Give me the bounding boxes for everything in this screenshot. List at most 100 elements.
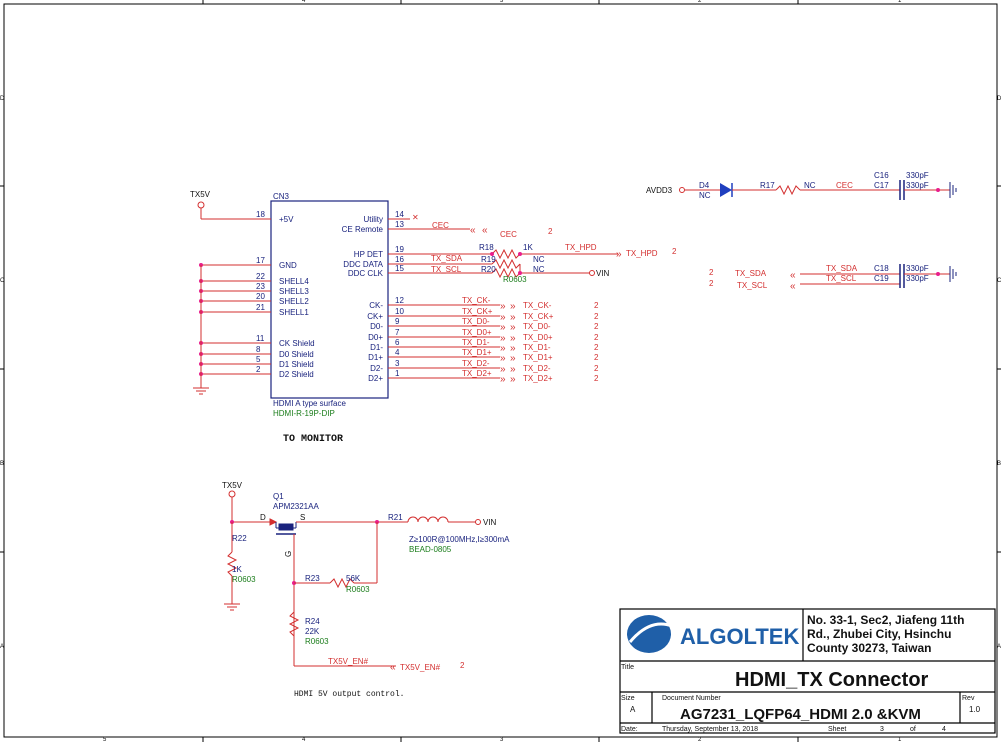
q1-part: APM2321AA	[273, 502, 319, 511]
c18-value: 330pF	[906, 264, 929, 273]
r23-package: R0603	[346, 585, 370, 594]
border-top-3: 3	[500, 0, 504, 4]
connector-part-description: HDMI A type surface	[273, 399, 346, 408]
port-arrow-icon: «	[790, 270, 796, 281]
esd-net-cec: CEC	[836, 181, 853, 190]
connector-body	[270, 200, 389, 399]
q1-source-label: S	[300, 513, 305, 522]
cn3-pin-name: SHELL2	[279, 297, 309, 306]
cn3-pin-name: D1-	[370, 343, 383, 352]
size-value: A	[630, 705, 636, 714]
esd-net-tx-sda: TX_SDA	[826, 264, 858, 273]
port-arrow-icon: »	[500, 343, 506, 354]
cn3-pin-number: 1	[395, 369, 400, 378]
cn3-pin-number: 14	[395, 210, 404, 219]
port-arrow-icon: »	[500, 353, 506, 364]
r17-resistor-icon	[775, 184, 801, 196]
r23-value: 56K	[346, 574, 361, 583]
border-right-a: A	[997, 644, 1001, 650]
port-arrow-icon: »	[510, 312, 516, 323]
net-label: TX_CK+	[462, 307, 493, 316]
port-tx5v-en: TX5V_EN#	[400, 663, 441, 672]
cn3-pin-number: 21	[256, 303, 265, 312]
port-arrow-icon: »	[510, 364, 516, 375]
algoltek-logo: ALGOLTEK	[627, 615, 799, 653]
port-arrow-icon: »	[500, 301, 506, 312]
tmds-pairs: TX_CK-»»TX_CK-2TX_CK+»»TX_CK+2TX_D0-»»TX…	[410, 296, 599, 385]
bead-spec: Z≥100R@100MHz,I≥300mA	[409, 535, 510, 544]
port-label: TX_D1+	[523, 353, 553, 362]
cn3-pin-name: D2-	[370, 364, 383, 373]
cn3-pin-number: 19	[395, 245, 404, 254]
esd-section: AVDD3 D4 NC R17 NC CEC C16 C17 330pF 330…	[646, 171, 957, 292]
esd-net-tx-scl: TX_SCL	[826, 274, 857, 283]
date-value: Thursday, September 13, 2018	[662, 726, 758, 733]
c16-ref: C16	[874, 171, 889, 180]
cn3-pin-name: DDC DATA	[343, 260, 383, 269]
border-left-d: D	[0, 96, 5, 102]
r17-value: NC	[804, 181, 816, 190]
nc-x-icon: ✕	[412, 213, 419, 222]
port-cec: CEC	[500, 230, 517, 239]
border-right-d: D	[997, 96, 1001, 102]
port-arrow-icon: «	[790, 281, 796, 292]
cn3-pin-number: 7	[395, 328, 400, 337]
cn3-pin-number: 6	[395, 338, 400, 347]
cn3-pin-number: 18	[256, 210, 265, 219]
cn3-pin-number: 13	[395, 220, 404, 229]
net-tx-scl: TX_SCL	[431, 265, 462, 274]
port-arrow-icon: »	[510, 353, 516, 364]
esd-port-tx-scl: TX_SCL	[737, 281, 768, 290]
r22-resistor-icon	[226, 551, 238, 577]
connector-cn3: CN3 HDMI A type surface HDMI-R-19P-DIP T…	[190, 190, 410, 445]
sheet-number: 3	[880, 726, 884, 733]
port-label: TX_CK-	[523, 301, 552, 310]
rev-label: Rev	[962, 695, 975, 702]
r24-ref: R24	[305, 617, 320, 626]
tx5v-terminal-icon	[197, 201, 205, 209]
sheet-title: HDMI_TX Connector	[735, 669, 929, 691]
cn3-pin-name: DDC CLK	[348, 269, 384, 278]
net-label: TX_D1-	[462, 338, 490, 347]
port-arrow-icon: »	[510, 301, 516, 312]
border-left-c: C	[0, 278, 5, 284]
document-number: AG7231_LQFP64_HDMI 2.0 &KVM	[680, 706, 921, 723]
rev-value: 1.0	[969, 705, 981, 714]
r22-value: 1K	[232, 565, 242, 574]
cn3-pin-name: CK+	[367, 312, 383, 321]
logo-globe-icon	[627, 615, 671, 653]
address-line-1: No. 33-1, Sec2, Jiafeng 11th	[807, 613, 964, 627]
r18-ref: R18	[479, 243, 494, 252]
c16-value: 330pF	[906, 171, 929, 180]
r18-resistor-icon	[491, 248, 521, 260]
cn3-pin-number: 16	[395, 255, 404, 264]
of-label: of	[910, 726, 916, 733]
port-arrow-icon: »	[616, 249, 622, 260]
cn3-pin-name: SHELL3	[279, 287, 309, 296]
ground-icon	[193, 380, 209, 395]
avdd3-terminal-icon	[679, 187, 685, 193]
cn3-pin-name: D1 Shield	[279, 360, 314, 369]
r20-resistor-icon	[491, 267, 521, 279]
cn3-pin-number: 23	[256, 282, 265, 291]
border-bottom-1: 1	[898, 737, 902, 742]
r19-value: NC	[533, 255, 545, 264]
company-name: ALGOLTEK	[680, 624, 799, 649]
mosfet-q1-icon	[269, 518, 297, 535]
c18-ref: C18	[874, 264, 889, 273]
power-note: HDMI 5V output control.	[294, 690, 404, 699]
port-label: TX_D2-	[523, 364, 551, 373]
cn3-pin-name: D0-	[370, 322, 383, 331]
r19-ref: R19	[481, 255, 496, 264]
port-arrow-icon: »	[510, 333, 516, 344]
port-arrow-icon: «	[482, 225, 488, 236]
cn3-pin-name: Utility	[363, 215, 383, 224]
border-left-a: A	[0, 644, 4, 650]
ground-icon	[949, 266, 957, 282]
connector-ref: CN3	[273, 192, 290, 201]
r19-resistor-icon	[491, 258, 521, 270]
net-tx-hpd: TX_HPD	[565, 243, 597, 252]
tx5v-label-power: TX5V	[222, 481, 243, 490]
left-pin-group: 18+5V17GND22SHELL423SHELL320SHELL221SHEL…	[199, 210, 315, 379]
